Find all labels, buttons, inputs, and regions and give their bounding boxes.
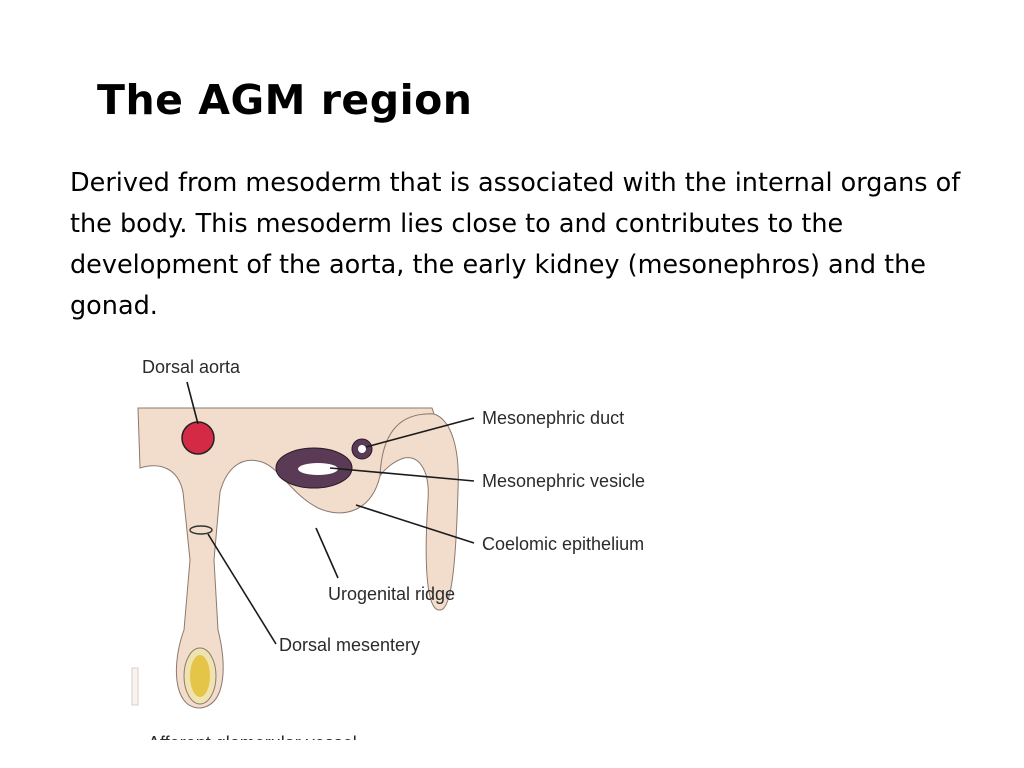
label-dorsal-aorta: Dorsal aorta <box>142 357 241 377</box>
label-coelomic-epithelium: Coelomic epithelium <box>482 534 644 554</box>
mesonephric-vesicle-leader <box>329 467 475 482</box>
mesonephric-duct-leader <box>365 417 475 448</box>
label-mesonephric-duct: Mesonephric duct <box>482 408 624 428</box>
urogenital-ridge-tissue <box>379 413 459 611</box>
urogenital-ridge-leader <box>315 527 339 579</box>
slide-title: The AGM region <box>97 76 473 124</box>
mesonephric-vesicle-lumen <box>298 463 338 475</box>
label-urogenital-ridge: Urogenital ridge <box>328 584 455 604</box>
slide-body-text: Derived from mesoderm that is associated… <box>70 168 961 321</box>
mesonephric-duct-lumen <box>358 445 366 453</box>
coelomic-epithelium-leader <box>355 504 475 544</box>
label-dorsal-mesentery: Dorsal mesentery <box>279 635 420 655</box>
mesentery-ring <box>189 525 213 535</box>
dorsal-aorta-leader <box>186 381 199 425</box>
tissue-left-edge <box>131 667 139 706</box>
dorsal-mesentery-leader <box>207 533 277 645</box>
dorsal-aorta-vessel <box>181 421 215 455</box>
label-mesonephric-vesicle: Mesonephric vesicle <box>482 471 645 491</box>
label-afferent-glomerular-vessel: Afferent glomerular vessel <box>148 733 357 753</box>
gut-lumen <box>190 655 210 697</box>
